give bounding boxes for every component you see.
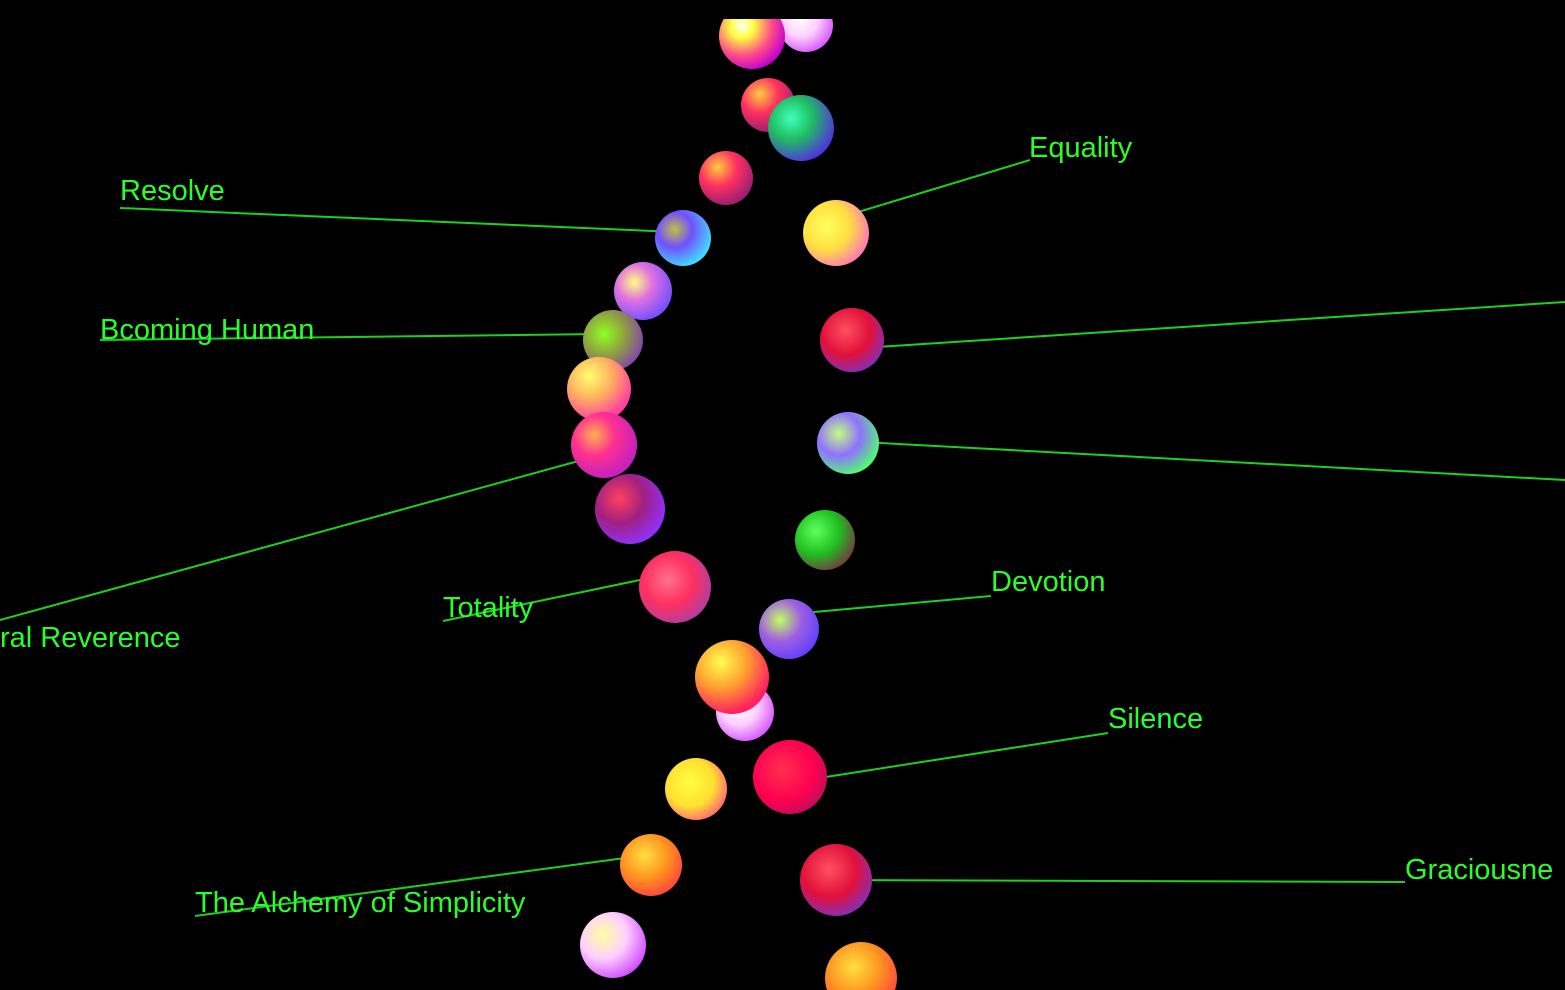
leader-line-becoming-human — [99, 333, 601, 341]
helix-node[interactable] — [665, 758, 727, 820]
helix-node[interactable] — [699, 151, 753, 205]
leader-line-devotion — [791, 595, 992, 615]
helix-node[interactable] — [820, 308, 884, 372]
helix-node[interactable] — [817, 412, 879, 474]
leader-lines — [0, 159, 1565, 917]
leader-line-graciousness — [827, 879, 1406, 883]
helix-node[interactable] — [614, 262, 672, 320]
label-graciousness[interactable]: Graciousne — [1405, 854, 1554, 886]
label-silence[interactable]: Silence — [1108, 703, 1204, 735]
leader-line-resolve — [119, 207, 678, 233]
helix-node[interactable] — [719, 3, 785, 69]
helix-node[interactable] — [795, 510, 855, 570]
helix-node[interactable] — [580, 912, 646, 978]
leader-line-right-upper — [861, 301, 1565, 349]
label-devotion[interactable]: Devotion — [991, 566, 1106, 598]
label-becoming-human[interactable]: Bcoming Human — [100, 314, 315, 346]
helix-node[interactable] — [583, 310, 643, 370]
label-alchemy[interactable]: The Alchemy of Simplicity — [195, 887, 526, 919]
helix-node[interactable] — [620, 834, 682, 896]
helix-node[interactable] — [800, 844, 872, 916]
helix-node[interactable] — [595, 474, 665, 544]
label-totality[interactable]: Totality — [443, 592, 534, 624]
leader-line-right-middle — [861, 441, 1565, 481]
leader-line-alchemy — [194, 855, 641, 917]
helix-node[interactable] — [803, 200, 869, 266]
helix-node[interactable] — [655, 210, 711, 266]
helix-node[interactable] — [753, 740, 827, 814]
helix-node[interactable] — [825, 942, 897, 990]
leader-line-equality — [844, 159, 1031, 217]
helix-node[interactable] — [695, 640, 769, 714]
leader-line-totality — [442, 574, 665, 622]
top-cap-band — [723, 0, 835, 19]
helix-node[interactable] — [567, 357, 631, 421]
label-resolve[interactable]: Resolve — [120, 175, 225, 207]
leader-line-silence — [799, 732, 1109, 782]
helix-spheres[interactable] — [567, 0, 897, 990]
label-reverence[interactable]: ral Reverence — [0, 622, 181, 654]
label-equality[interactable]: Equality — [1029, 132, 1133, 164]
helix-node[interactable] — [571, 412, 637, 478]
leader-line-reverence — [0, 453, 605, 621]
helix-node[interactable] — [768, 95, 834, 161]
helix-node[interactable] — [639, 551, 711, 623]
helix-node[interactable] — [759, 599, 819, 659]
